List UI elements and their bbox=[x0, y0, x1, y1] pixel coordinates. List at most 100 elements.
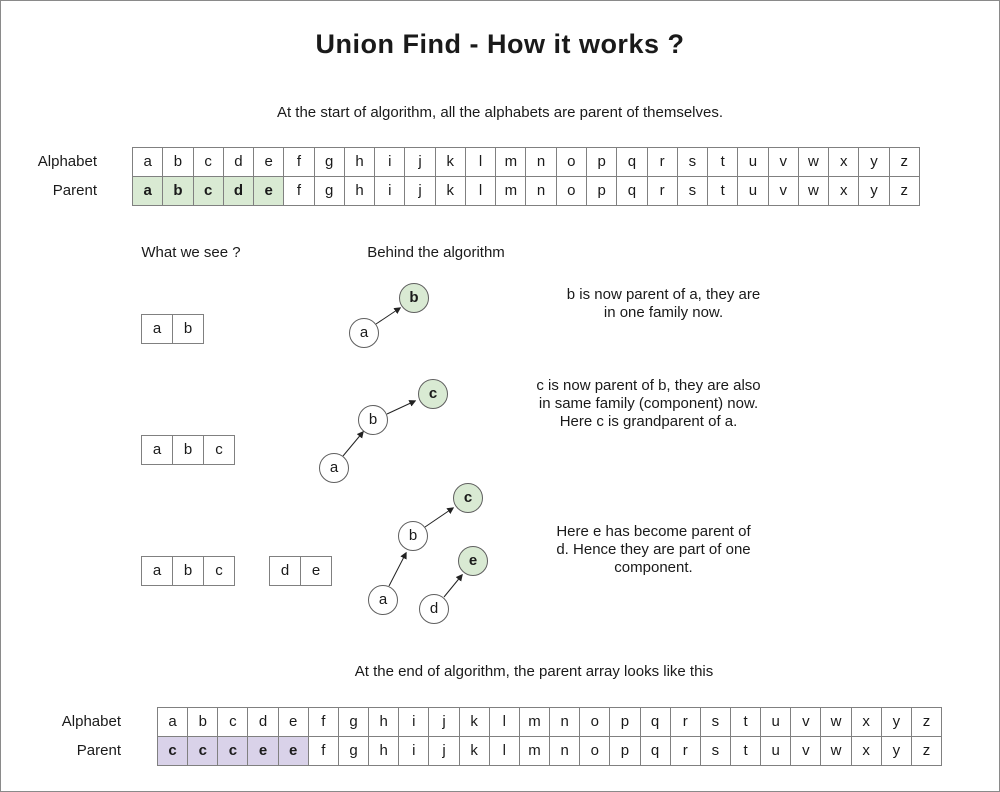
table-cell: k bbox=[434, 176, 466, 206]
table-cell: q bbox=[639, 707, 671, 737]
table-cell: m bbox=[495, 176, 527, 206]
text-line: c is now parent of b, they are also bbox=[536, 377, 761, 394]
table-cell: u bbox=[737, 147, 769, 177]
table-cell: c bbox=[217, 707, 249, 737]
table-cell: u bbox=[737, 176, 769, 206]
text-line: Here c is grandparent of a. bbox=[559, 413, 738, 430]
table-cell: z bbox=[888, 147, 920, 177]
table-cell: h bbox=[343, 147, 376, 177]
table-cell: a bbox=[132, 176, 164, 206]
table-cell: n bbox=[549, 707, 581, 737]
table-cell: j bbox=[428, 736, 460, 766]
table-cell: y bbox=[858, 147, 890, 177]
table-cell: s bbox=[676, 176, 709, 206]
table-cell: i bbox=[374, 147, 406, 177]
text-line: in one family now. bbox=[603, 304, 724, 321]
table-cell: z bbox=[910, 736, 943, 766]
table-cell: m bbox=[518, 707, 551, 737]
table-cell: s bbox=[699, 736, 731, 766]
table-cell: y bbox=[858, 176, 890, 206]
table-cell: w bbox=[820, 736, 852, 766]
table-cell: y bbox=[880, 707, 912, 737]
text-line: Here e has become parent of bbox=[556, 523, 751, 540]
table-cell: a bbox=[141, 556, 173, 586]
table-cell: s bbox=[699, 707, 731, 737]
table-cell: a bbox=[141, 314, 173, 344]
table-cell: b bbox=[172, 556, 204, 586]
table-cell: x bbox=[828, 176, 860, 206]
table-cell: r bbox=[669, 736, 701, 766]
table-cell: a bbox=[157, 707, 189, 737]
outro-text: At the end of algorithm, the parent arra… bbox=[354, 663, 714, 680]
arrow-a-to-b bbox=[375, 307, 402, 325]
node-c-highlighted: c bbox=[453, 483, 483, 513]
node-b: b bbox=[398, 521, 428, 551]
table-cell: o bbox=[579, 736, 611, 766]
table-cell: v bbox=[767, 147, 799, 177]
table-cell: j bbox=[428, 707, 460, 737]
table-cell: b bbox=[187, 707, 219, 737]
node-a: a bbox=[368, 585, 398, 615]
table-cell: x bbox=[850, 736, 882, 766]
table-cell: q bbox=[639, 736, 671, 766]
parent-row-label-bottom: Parent bbox=[76, 742, 121, 759]
table-cell: a bbox=[132, 147, 164, 177]
table-cell: x bbox=[828, 147, 860, 177]
parent-row-label-top: Parent bbox=[52, 182, 97, 199]
arrow-a-to-b bbox=[388, 551, 407, 587]
arrow-b-to-c bbox=[424, 507, 455, 528]
table-cell: o bbox=[579, 707, 611, 737]
table-cell: o bbox=[555, 176, 587, 206]
table-cell: v bbox=[790, 707, 822, 737]
table-cell: f bbox=[307, 707, 339, 737]
table-cell: c bbox=[192, 176, 224, 206]
table-cell: l bbox=[464, 176, 497, 206]
table-cell: b bbox=[172, 435, 204, 465]
table-cell: c bbox=[157, 736, 189, 766]
table-cell: z bbox=[910, 707, 943, 737]
table-cell: t bbox=[707, 176, 739, 206]
table-cell: b bbox=[162, 176, 194, 206]
table-cell: h bbox=[368, 707, 400, 737]
table-cell: e bbox=[277, 736, 309, 766]
table-cell: w bbox=[820, 707, 852, 737]
table-cell: n bbox=[525, 176, 557, 206]
table-cell: g bbox=[313, 147, 345, 177]
table-cell: c bbox=[187, 736, 219, 766]
node-b-highlighted: b bbox=[399, 283, 429, 313]
table-cell: d bbox=[222, 176, 255, 206]
table-cell: i bbox=[374, 176, 406, 206]
table-cell: i bbox=[398, 736, 430, 766]
table-cell: k bbox=[458, 707, 490, 737]
table-cell: j bbox=[404, 176, 436, 206]
text-line: b is now parent of a, they are bbox=[566, 286, 761, 303]
node-a: a bbox=[319, 453, 349, 483]
table-cell: n bbox=[525, 147, 557, 177]
step3-text: Here e has become parent of d. Hence the… bbox=[526, 523, 781, 577]
table-cell: w bbox=[797, 176, 830, 206]
column-header-behind-algorithm: Behind the algorithm bbox=[367, 244, 505, 261]
table-cell: v bbox=[790, 736, 822, 766]
table-cell: f bbox=[283, 176, 315, 206]
table-cell: t bbox=[729, 736, 762, 766]
arrow-a-to-b bbox=[342, 430, 364, 457]
table-cell: k bbox=[434, 147, 466, 177]
table-cell: w bbox=[797, 147, 830, 177]
node-e-highlighted: e bbox=[458, 546, 488, 576]
table-cell: s bbox=[676, 147, 709, 177]
node-c-highlighted: c bbox=[418, 379, 448, 409]
arrow-d-to-e bbox=[443, 573, 463, 598]
table-cell: v bbox=[767, 176, 799, 206]
table-cell: l bbox=[488, 736, 520, 766]
table-cell: c bbox=[192, 147, 224, 177]
table-cell: x bbox=[850, 707, 882, 737]
table-cell: l bbox=[488, 707, 520, 737]
table-cell: c bbox=[203, 435, 235, 465]
table-cell: z bbox=[888, 176, 920, 206]
table-cell: c bbox=[203, 556, 235, 586]
step2-text: c is now parent of b, they are also in s… bbox=[501, 377, 796, 431]
